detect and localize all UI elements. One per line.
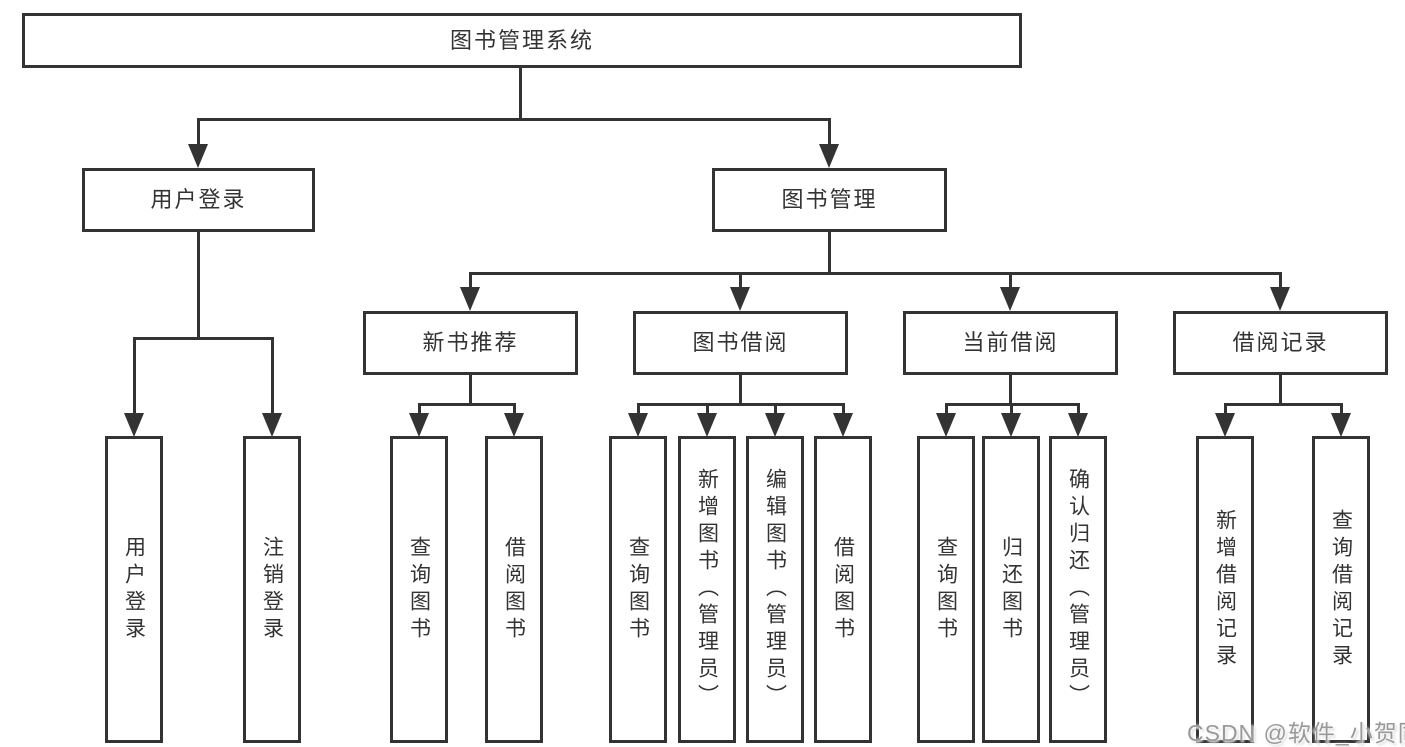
edge-to-leaf — [1010, 403, 1013, 417]
arrow-down-icon — [1331, 413, 1351, 437]
node-new-book-recommend: 新书推荐 — [363, 311, 578, 375]
edge-root-bar — [197, 118, 830, 121]
edge-to-leaf — [774, 403, 777, 417]
edge-to-leaf — [1340, 403, 1343, 417]
edge-to-leaf — [637, 403, 640, 417]
edge-root-stem — [519, 68, 522, 121]
leaf-confirm-return-admin: 确认归还（管理员） — [1049, 436, 1107, 743]
arrow-down-icon — [460, 287, 480, 311]
edge-to-leaf — [1077, 403, 1080, 417]
arrow-down-icon — [1068, 413, 1088, 437]
edge-to-leaf — [945, 403, 948, 417]
edge-to-borrow-records — [1279, 272, 1282, 290]
leaf-return-books: 归还图书 — [982, 436, 1040, 743]
edge-to-leaf — [418, 403, 421, 417]
edge-new-book-bar — [418, 403, 516, 406]
edge-new-book-stem — [469, 375, 472, 406]
leaf-borrow-books-1: 借阅图书 — [485, 436, 543, 743]
node-borrow-records: 借阅记录 — [1173, 311, 1388, 375]
node-library-system: 图书管理系统 — [22, 13, 1022, 68]
arrow-down-icon — [697, 413, 717, 437]
arrow-down-icon — [188, 144, 208, 168]
edge-to-new-book — [469, 272, 472, 290]
arrow-down-icon — [1270, 287, 1290, 311]
edge-book-borrow-bar — [637, 403, 845, 406]
arrow-down-icon — [730, 287, 750, 311]
arrow-down-icon — [504, 413, 524, 437]
edge-to-leaf — [513, 403, 516, 417]
arrow-down-icon — [1215, 413, 1235, 437]
leaf-user-login: 用户登录 — [105, 436, 163, 743]
edge-book-borrow-stem — [739, 375, 742, 406]
leaf-query-books-2: 查询图书 — [609, 436, 667, 743]
leaf-query-books-3: 查询图书 — [917, 436, 975, 743]
node-book-borrow: 图书借阅 — [633, 311, 848, 375]
arrow-down-icon — [409, 413, 429, 437]
edge-to-current-borrow — [1009, 272, 1012, 290]
arrow-down-icon — [819, 144, 839, 168]
leaf-add-borrow-record: 新增借阅记录 — [1196, 436, 1254, 743]
edge-borrow-records-bar — [1224, 403, 1342, 406]
edge-book-management-stem — [828, 232, 831, 275]
edge-to-book-management — [828, 118, 831, 146]
csdn-watermark: CSDN @软件_小贺同学 — [1187, 720, 1405, 746]
edge-current-borrow-stem — [1009, 375, 1012, 406]
node-book-management: 图书管理 — [712, 168, 947, 232]
arrow-down-icon — [262, 413, 282, 437]
edge-to-leaf — [133, 337, 136, 415]
edge-user-login-bar — [133, 337, 274, 340]
arrow-down-icon — [833, 413, 853, 437]
leaf-query-borrow-record: 查询借阅记录 — [1312, 436, 1370, 743]
leaf-add-books-admin: 新增图书（管理员） — [678, 436, 736, 743]
arrow-down-icon — [765, 413, 785, 437]
edge-borrow-records-stem — [1279, 375, 1282, 406]
arrow-down-icon — [1001, 413, 1021, 437]
edge-to-leaf — [271, 337, 274, 415]
arrow-down-icon — [628, 413, 648, 437]
leaf-edit-books-admin: 编辑图书（管理员） — [746, 436, 804, 743]
edge-to-leaf — [706, 403, 709, 417]
arrow-down-icon — [1000, 287, 1020, 311]
arrow-down-icon — [936, 413, 956, 437]
edge-to-book-borrow — [739, 272, 742, 290]
edge-to-leaf — [1224, 403, 1227, 417]
edge-to-user-login — [197, 118, 200, 146]
leaf-logout: 注销登录 — [243, 436, 301, 743]
node-current-borrow: 当前借阅 — [903, 311, 1118, 375]
arrow-down-icon — [124, 413, 144, 437]
edge-book-management-bar — [469, 272, 1282, 275]
node-user-login: 用户登录 — [82, 168, 315, 232]
edge-to-leaf — [842, 403, 845, 417]
leaf-borrow-books-2: 借阅图书 — [814, 436, 872, 743]
edge-user-login-stem — [197, 232, 200, 337]
leaf-query-books-1: 查询图书 — [390, 436, 448, 743]
